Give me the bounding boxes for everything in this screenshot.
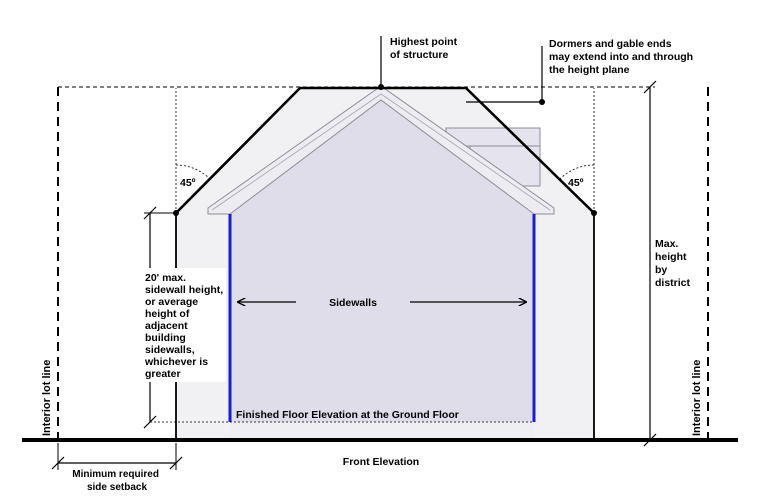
angle-label-left: 45º bbox=[180, 177, 196, 189]
sidewall-height-label: 20' max. sidewall height, or average hei… bbox=[144, 272, 226, 380]
angle-label-right: 45º bbox=[568, 177, 584, 189]
max-height-tick-top bbox=[643, 80, 657, 94]
setback-tick-right bbox=[169, 456, 183, 470]
sidewalls-label: Sidewalls bbox=[329, 297, 377, 309]
max-height-tick-bottom bbox=[643, 433, 657, 447]
max-height-label: Max. height by district bbox=[655, 238, 691, 289]
lot-line-label-right: Interior lot line bbox=[691, 360, 703, 436]
roof-inner-line bbox=[211, 93, 382, 211]
finished-floor-label: Finished Floor Elevation at the Ground F… bbox=[236, 409, 459, 421]
foundation bbox=[230, 422, 534, 440]
sidewall-height-tick-bottom bbox=[143, 415, 157, 429]
highest-point-label: Highest point of structure bbox=[390, 36, 460, 61]
highest-point-dot bbox=[378, 84, 384, 90]
setback-label: Minimum required side setback bbox=[72, 469, 161, 493]
lot-line-label-left: Interior lot line bbox=[41, 360, 53, 436]
dormer-leader bbox=[466, 46, 543, 103]
sidewall-height-label-bg bbox=[140, 268, 226, 382]
setback-tick-left bbox=[51, 456, 65, 470]
roof-inner-line-right bbox=[380, 93, 551, 211]
dormers-label: Dormers and gable ends may extend into a… bbox=[549, 38, 696, 76]
building-body bbox=[230, 98, 534, 422]
dormer-dot bbox=[539, 99, 545, 105]
front-elevation-label: Front Elevation bbox=[343, 456, 419, 468]
